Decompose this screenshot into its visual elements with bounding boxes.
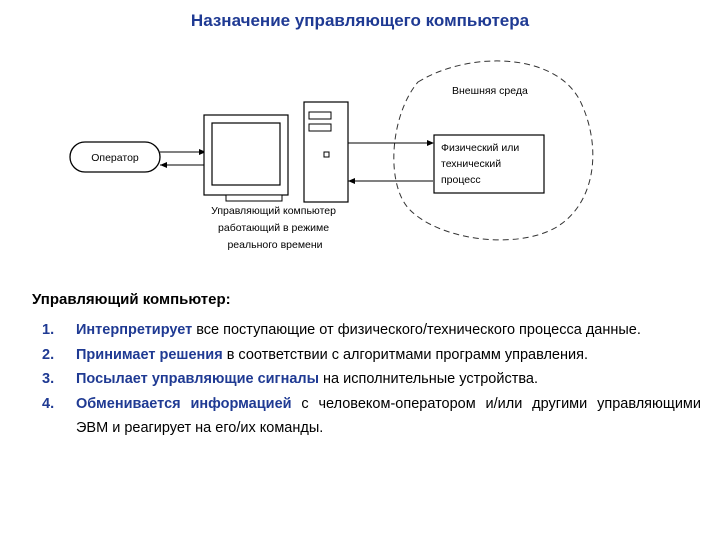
process-label-line: Физический или [441,142,519,154]
process-label: Физический или технический процесс [441,142,522,186]
process-box [433,134,545,194]
list-item: 3. Посылает управляющие сигналы на исполн… [42,367,701,392]
item-text: на исполнительные устройства. [319,371,538,387]
item-text: все поступающие от физического/техническ… [192,322,641,338]
item-highlight: Интерпретирует [76,322,193,338]
item-text: в соответствии с алгоритмами программ уп… [222,346,588,363]
computer-caption: Управляющий компьютер работающий в режим… [211,205,339,251]
system-unit-icon [303,101,349,203]
item-highlight: Принимает решения [76,346,223,363]
arrowhead-icon [348,178,355,184]
item-number: 2. [42,346,55,363]
list-item: 1. Интерпретирует все поступающие от физи… [42,318,701,343]
computer-caption-line: Управляющий компьютер [211,205,336,217]
operator-box [69,141,161,173]
process-label-line: технический [441,158,501,170]
item-text: с человеком-оператором и/или другими упр… [76,395,701,437]
page-title: Назначение управляющего компьютера [190,11,530,30]
list-item: 4. Обменивается информацией с человеком-о… [42,392,701,441]
computer-caption-line: реального времени [227,239,322,251]
item-number: 4. [42,395,55,412]
function-list: 1. Интерпретирует все поступающие от физи… [42,318,701,441]
process-label-line: процесс [441,174,481,186]
monitor-icon [203,114,289,202]
external-environment-boundary [393,60,594,241]
arrowhead-icon [199,149,206,155]
arrowhead-icon [160,162,167,168]
item-number: 1. [42,322,55,338]
subheading: Управляющий компьютер: [32,291,231,308]
computer-diagram: Внешняя среда Оператор Управляющий компь… [69,60,594,251]
item-highlight: Посылает управляющие сигналы [76,371,320,387]
item-number: 3. [42,371,55,387]
arrowhead-icon [427,140,434,146]
operator-label: Оператор [91,152,139,164]
computer-caption-line: работающий в режиме [218,222,329,234]
item-highlight: Обменивается информацией [76,395,292,412]
list-item: 2. Принимает решения в соответствии с алг… [42,343,701,368]
external-environment-label: Внешняя среда [452,85,528,97]
